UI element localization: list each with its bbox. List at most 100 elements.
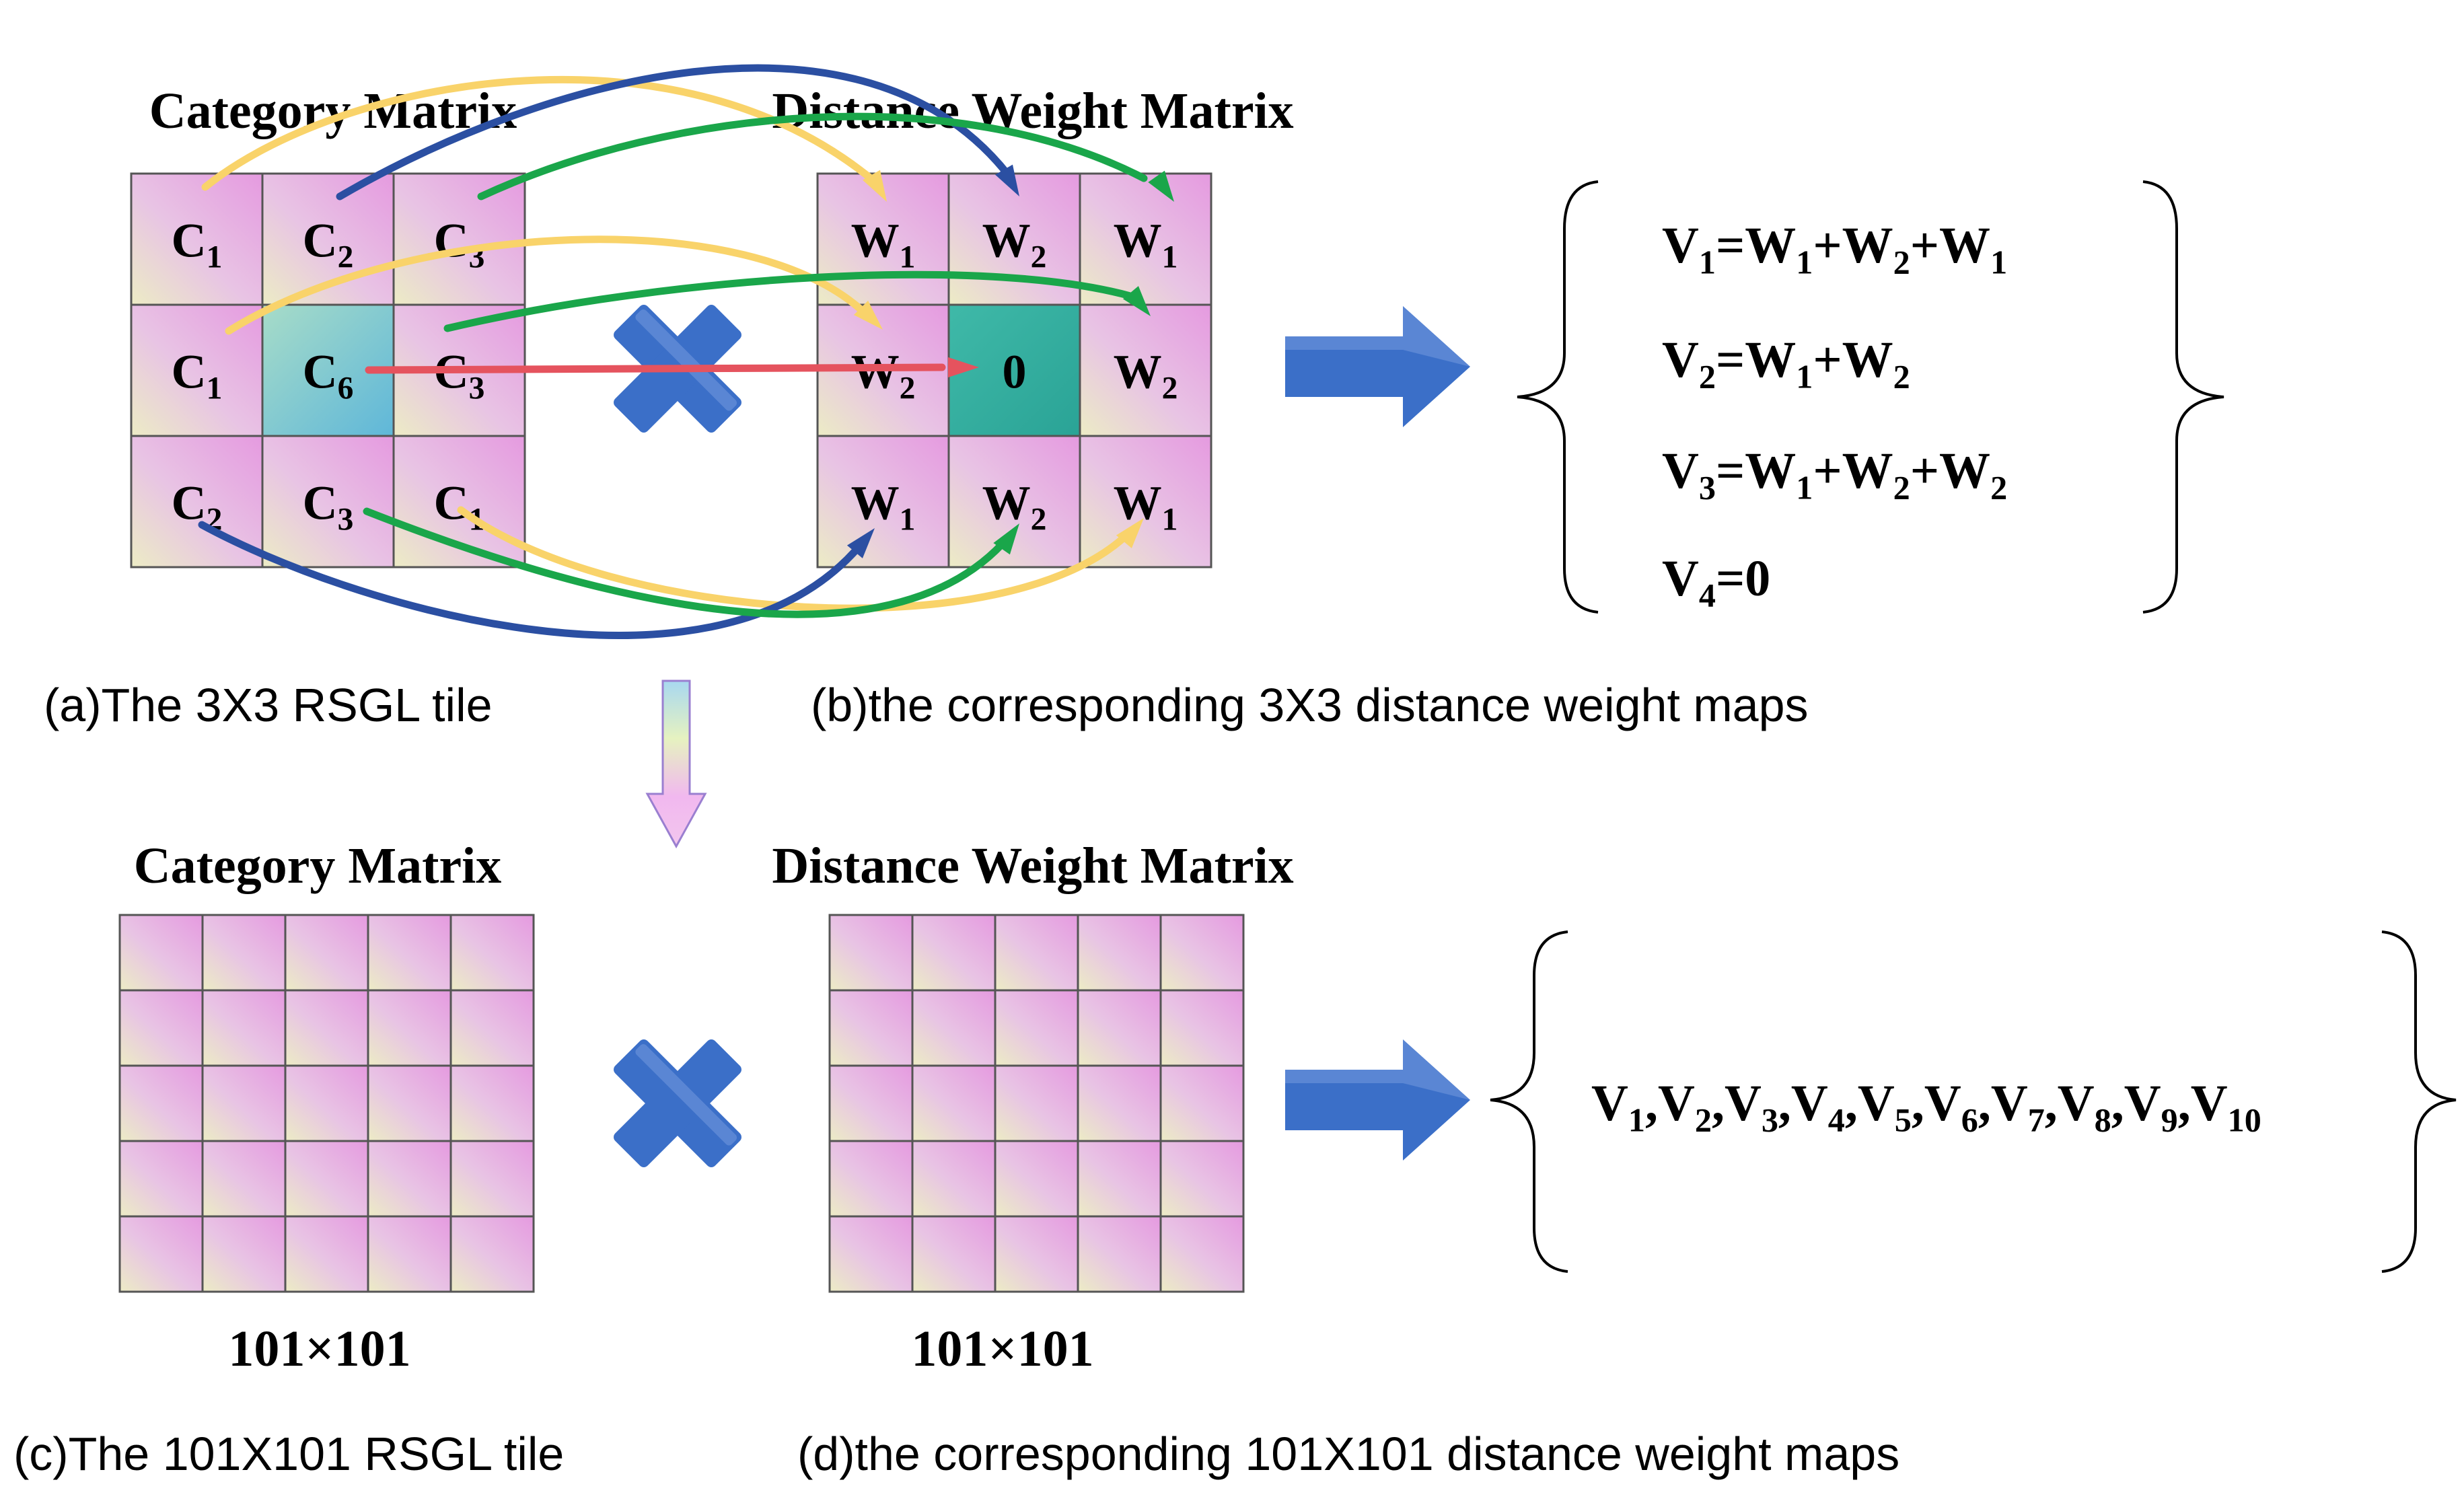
top-weight-title: Distance Weight Matrix [772, 83, 1293, 139]
arrow-head [863, 170, 887, 202]
equation-braces [1517, 180, 2224, 614]
weight-cell [1077, 1064, 1162, 1142]
arrow-head [846, 528, 875, 558]
category-cell [449, 1215, 535, 1293]
equation-braces [1490, 930, 2457, 1273]
weight-cell [1159, 989, 1245, 1067]
category-cell [261, 435, 395, 568]
weight-cell [1079, 435, 1212, 568]
mapping-arrow [336, 64, 1013, 200]
weight-cell [1159, 1215, 1245, 1293]
caption-b: (b)the corresponding 3X3 distance weight… [811, 679, 1809, 731]
weight-cell-label: W1 [851, 214, 916, 275]
mapping-arrow [457, 506, 1134, 612]
weight-cell [828, 1140, 914, 1218]
weight-cell-label: 0 [1003, 345, 1027, 399]
weight-cell [911, 1215, 997, 1293]
arrow-head [1116, 518, 1144, 548]
bottom-category-title: Category Matrix [134, 838, 502, 894]
weight-cell [1079, 172, 1212, 306]
category-cell-label: C1 [172, 345, 223, 406]
arrow-down-icon [645, 679, 707, 849]
weight-cell-label: W2 [1114, 345, 1178, 406]
weight-cell [1159, 1140, 1245, 1218]
caption-d: (d)the corresponding 101X101 distance we… [797, 1428, 1899, 1480]
weight-cell [1077, 989, 1162, 1067]
mapping-arrow [443, 270, 1134, 332]
weight-cell [1077, 1140, 1162, 1218]
category-cell [201, 1140, 287, 1218]
category-cell-label: C2 [303, 214, 354, 275]
category-cell [284, 1215, 369, 1293]
arrow-head [1148, 170, 1174, 202]
weight-cell [1159, 1064, 1245, 1142]
weight-cell [994, 1140, 1079, 1218]
arrow-right-icon [1285, 306, 1470, 427]
weight-cell [1077, 914, 1162, 992]
weight-cell [994, 989, 1079, 1067]
mapping-arrow [365, 363, 946, 374]
weight-cell [947, 435, 1081, 568]
weight-cell-label: W2 [851, 345, 916, 406]
category-cell [367, 1140, 452, 1218]
weight-cell [828, 1064, 914, 1142]
category-cell [284, 914, 369, 992]
arrow-head [995, 164, 1019, 196]
top-category-title: Category Matrix [149, 83, 517, 139]
weight-cell-label: W1 [851, 476, 916, 538]
caption-a: (a)The 3X3 RSGL tile [44, 679, 493, 731]
bottom-weight-grid [828, 914, 1245, 1293]
mapping-arrows [198, 64, 1174, 639]
arrow-head [853, 300, 883, 330]
mapping-arrow [477, 112, 1148, 200]
category-cell [201, 1215, 287, 1293]
category-cell [367, 989, 452, 1067]
weight-cell [1159, 914, 1245, 992]
category-cell-label: C6 [303, 345, 354, 406]
weight-cell [911, 989, 997, 1067]
caption-c: (c)The 101X101 RSGL tile [13, 1428, 564, 1480]
equation-line: V1,V2,V3,V4,V5,V6,V7,V8,V9,V10 [1591, 1075, 2261, 1139]
arrow-head [948, 357, 979, 377]
category-cell [130, 172, 264, 306]
weight-cell [994, 914, 1079, 992]
weight-cell [828, 989, 914, 1067]
category-cell-label: C1 [172, 214, 223, 275]
category-cell [201, 914, 287, 992]
category-cell [201, 1064, 287, 1142]
equation-line: V1=W1+W2+W1 [1662, 217, 2007, 281]
category-cell [118, 1140, 204, 1218]
size-label-left: 101×101 [228, 1321, 410, 1377]
weight-cell [1077, 1215, 1162, 1293]
equation-line: V3=W1+W2+W2 [1662, 443, 2007, 507]
weight-cell [816, 435, 950, 568]
weight-cell [828, 914, 914, 992]
mapping-arrow [198, 521, 859, 639]
category-cell [201, 989, 287, 1067]
category-cell [449, 1064, 535, 1142]
bottom-category-grid [118, 914, 535, 1293]
category-cell [449, 914, 535, 992]
equation-line: V4=0 [1662, 550, 1770, 614]
category-cell [284, 989, 369, 1067]
category-cell [449, 989, 535, 1067]
category-cell [118, 914, 204, 992]
weight-cell [911, 914, 997, 992]
weight-cell-label: W1 [1114, 214, 1178, 275]
category-cell [367, 914, 452, 992]
arrow-head [993, 523, 1019, 555]
category-cell [118, 1215, 204, 1293]
multiply-icon [614, 1039, 741, 1167]
category-cell [284, 1064, 369, 1142]
weight-cell [994, 1064, 1079, 1142]
bottom-equation: V1,V2,V3,V4,V5,V6,V7,V8,V9,V10 [1591, 1075, 2261, 1139]
bottom-weight-title: Distance Weight Matrix [772, 838, 1293, 894]
category-cell [118, 1064, 204, 1142]
weight-cell-label: W1 [1114, 476, 1178, 538]
arrow-head [1122, 286, 1151, 316]
category-cell [284, 1140, 369, 1218]
